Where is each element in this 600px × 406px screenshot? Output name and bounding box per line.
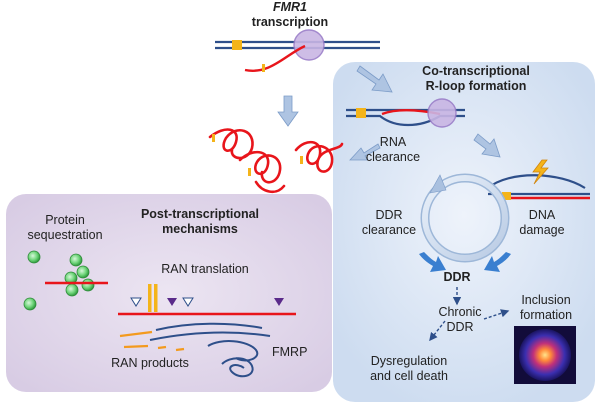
chronic-ddr-line2: DDR xyxy=(446,320,474,334)
protein-sequestration-line1: Protein xyxy=(45,213,85,227)
rloop-title-line1: Co-transcriptional xyxy=(422,64,530,78)
ddr-arrows xyxy=(419,252,511,272)
dysregulation-line1: Dysregulation xyxy=(370,354,448,368)
ddr-flow-arrows xyxy=(429,287,510,342)
dna-damage-line2: damage xyxy=(519,223,565,237)
ran-mrna xyxy=(118,284,296,316)
inclusion-image xyxy=(514,326,576,384)
dna-damage-strands xyxy=(487,159,590,200)
ddr-cycle xyxy=(420,173,510,263)
rna-repeat-ticks xyxy=(212,134,303,176)
inclusion-line1: Inclusion xyxy=(521,293,571,307)
sequestered-proteins xyxy=(23,250,95,311)
ddr-clearance-line2: clearance xyxy=(361,223,417,237)
post-transcriptional-line2: mechanisms xyxy=(162,222,238,236)
rloop-panel xyxy=(333,62,595,402)
rloop-title-line2: R-loop formation xyxy=(425,79,527,93)
rna-clearance-line2: clearance xyxy=(365,150,421,164)
top-dna xyxy=(215,29,380,72)
rloop-dna xyxy=(346,98,465,128)
ran-products-label: RAN products xyxy=(111,356,189,370)
inclusion-line2: formation xyxy=(519,308,573,322)
ran-translation-label: RAN translation xyxy=(161,262,249,276)
arrow-to-rloop xyxy=(356,65,393,93)
ran-ribbons xyxy=(149,322,271,378)
transcription-label: transcription xyxy=(251,15,329,29)
post-transcriptional-line1: Post-transcriptional xyxy=(140,207,260,221)
rna-squiggles xyxy=(208,128,344,194)
arrow-down-rna xyxy=(277,95,299,127)
chronic-ddr-line1: Chronic xyxy=(438,305,482,319)
ran-products-lines xyxy=(119,330,185,352)
ddr-label: DDR xyxy=(443,270,471,284)
protein-sequestration-line2: sequestration xyxy=(27,228,103,242)
arrow-rna-clearance xyxy=(349,143,381,161)
arrow-dna-damage xyxy=(473,133,501,158)
ddr-clearance-line1: DDR xyxy=(375,208,403,222)
fmrp-label: FMRP xyxy=(272,345,308,359)
post-transcriptional-panel xyxy=(6,194,332,392)
dna-damage-line1: DNA xyxy=(528,208,556,222)
gene-name: FMR1 xyxy=(272,0,308,14)
rna-clearance-line1: RNA xyxy=(379,135,407,149)
dysregulation-line2: and cell death xyxy=(370,369,448,383)
